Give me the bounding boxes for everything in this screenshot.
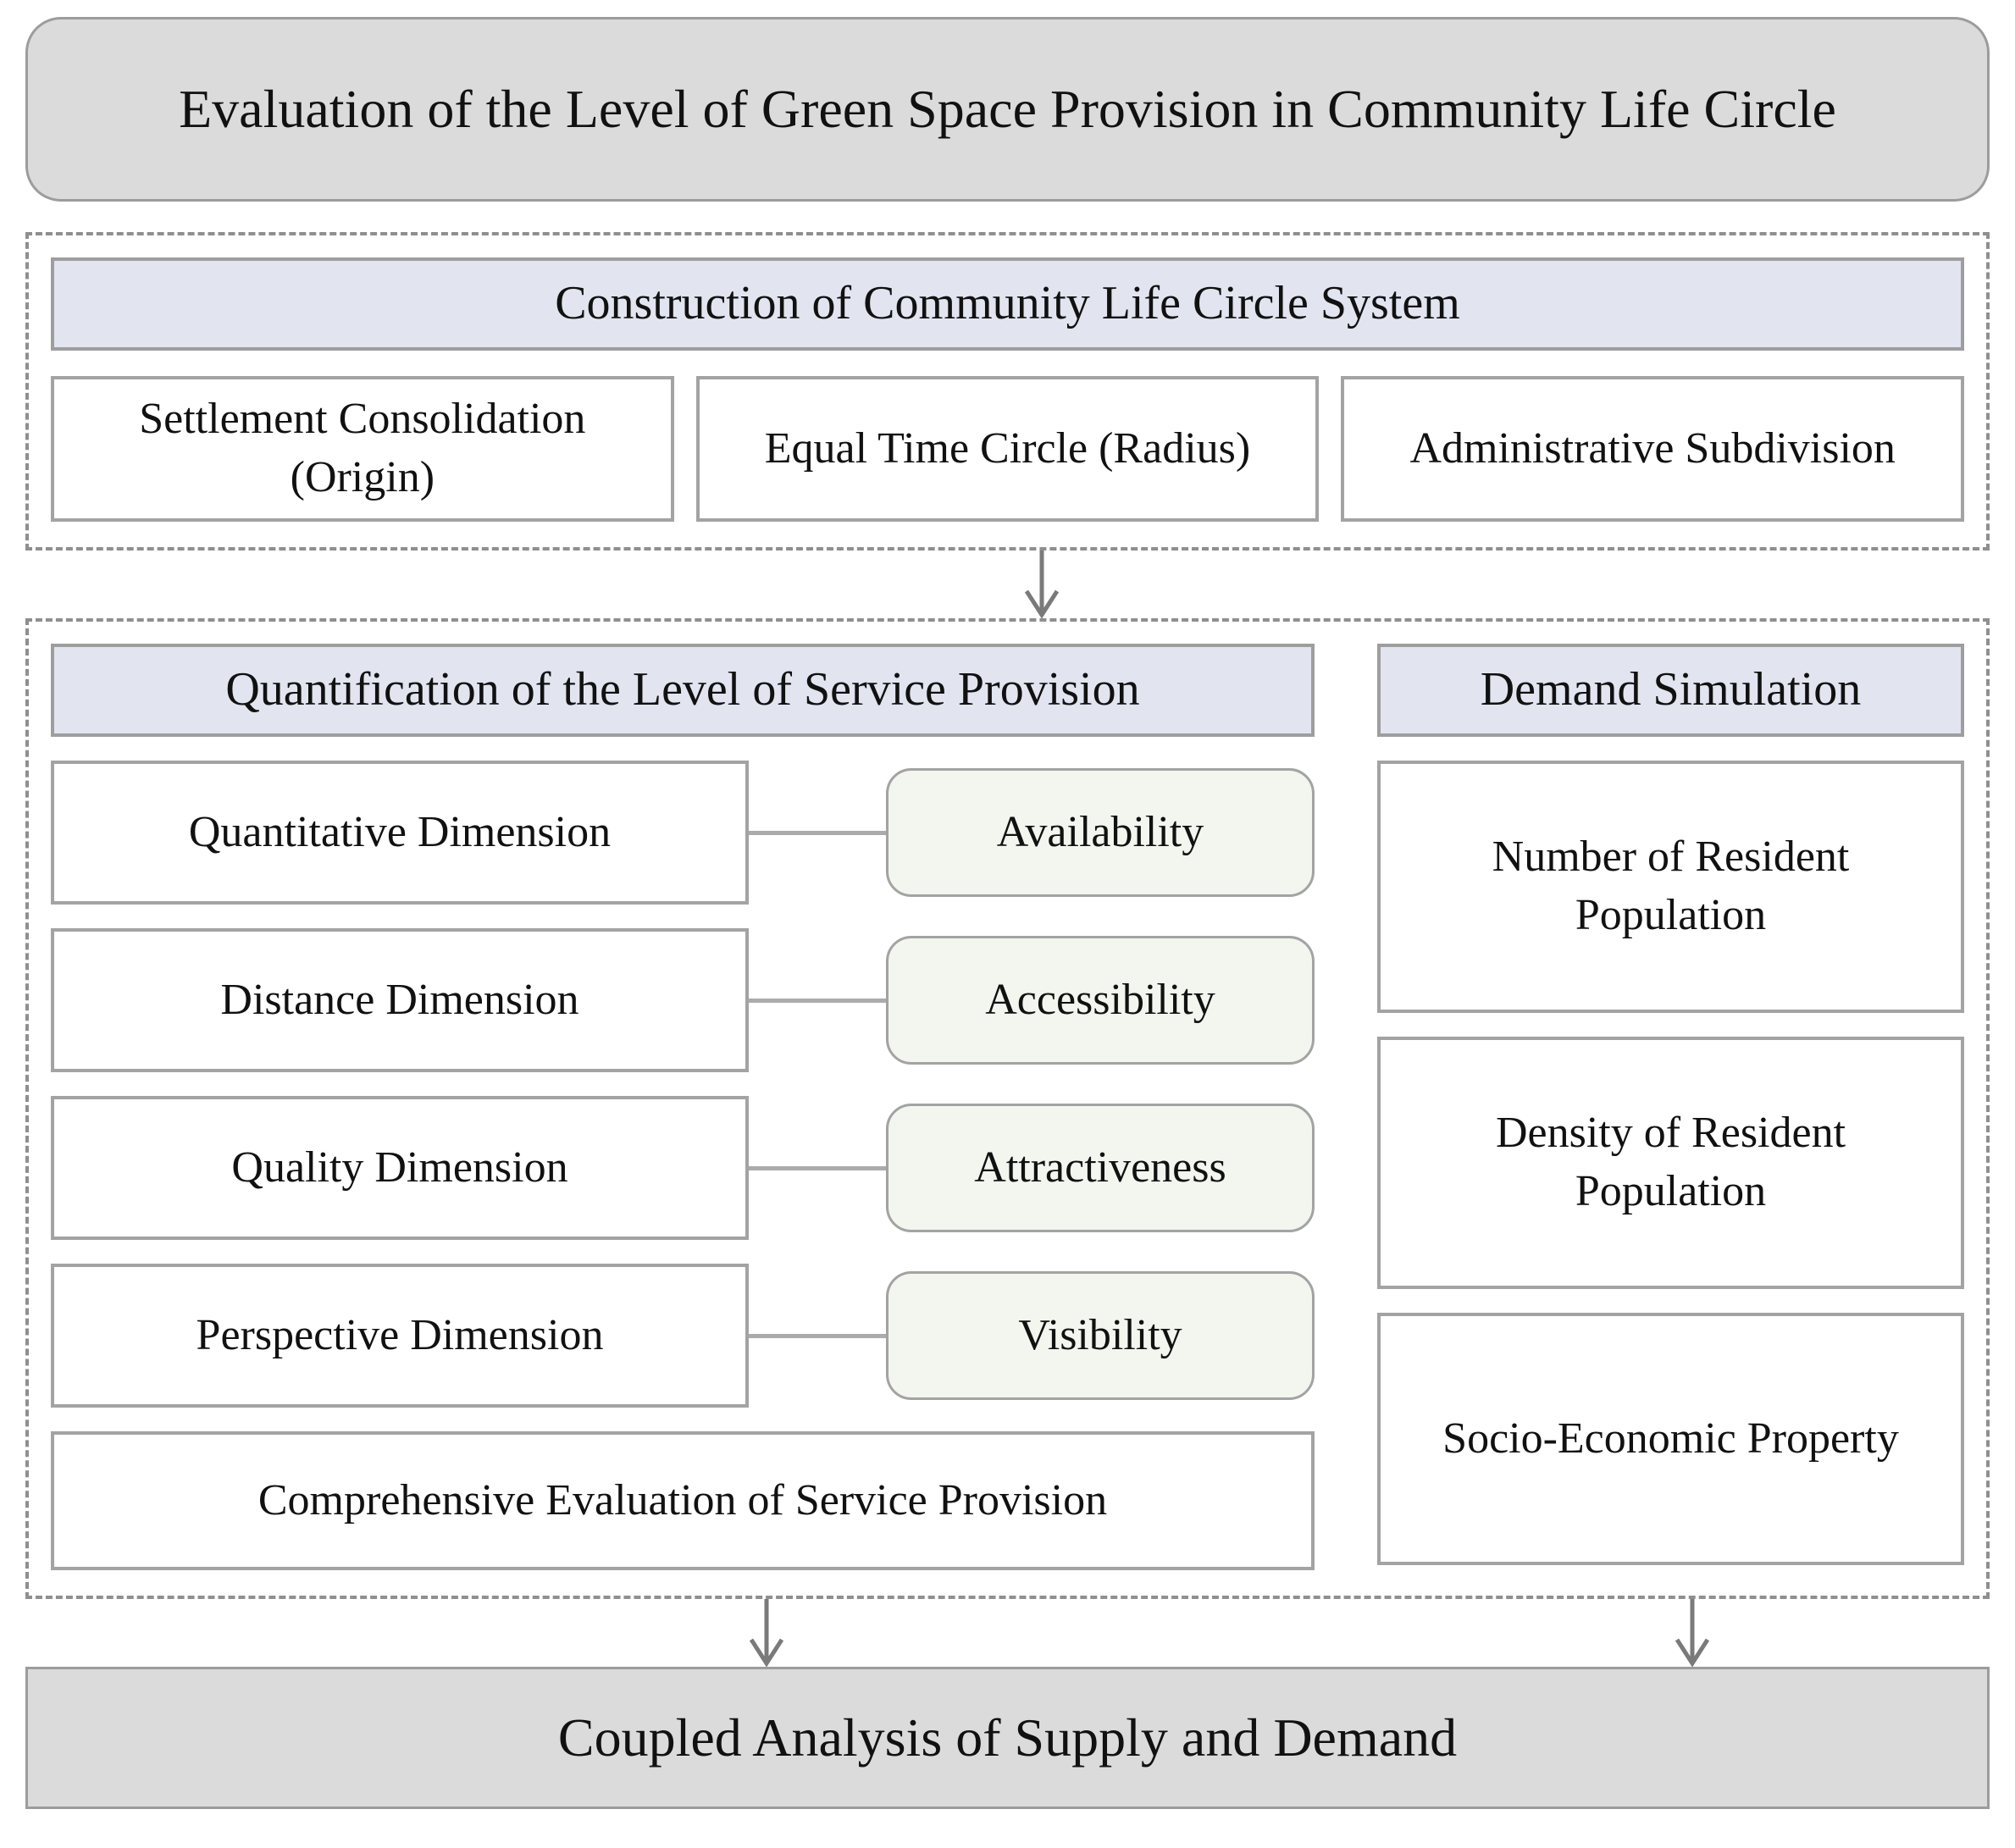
construction-box-row: Settlement Consolidation (Origin) Equal …: [51, 376, 1965, 522]
construction-header: Construction of Community Life Circle Sy…: [51, 257, 1964, 351]
visibility-box: Visibility: [886, 1271, 1315, 1400]
equal-time-circle-box: Equal Time Circle (Radius): [695, 376, 1320, 522]
pair-row-perspective: Perspective Dimension Visibility: [51, 1264, 1315, 1408]
demand-header: Demand Simulation: [1377, 644, 1964, 737]
pair-row-quantitative: Quantitative Dimension Availability: [51, 761, 1315, 905]
pair-row-quality: Quality Dimension Attractiveness: [51, 1096, 1315, 1240]
perspective-dimension-box: Perspective Dimension: [51, 1264, 749, 1408]
settlement-consolidation-box: Settlement Consolidation (Origin): [51, 376, 674, 522]
coupled-analysis-bar: Coupled Analysis of Supply and Demand: [25, 1667, 1990, 1809]
accessibility-box: Accessibility: [886, 936, 1315, 1065]
connector-line: [749, 1333, 886, 1338]
supply-demand-section: Quantification of the Level of Service P…: [25, 618, 1990, 1599]
connector-line: [749, 830, 886, 835]
resident-number-box: Number of Resident Population: [1377, 761, 1964, 1013]
down-arrow-icon: [1672, 1599, 1713, 1667]
down-arrow-icon: [1021, 551, 1062, 618]
quantitative-dimension-box: Quantitative Dimension: [51, 761, 749, 905]
distance-dimension-box: Distance Dimension: [51, 928, 749, 1072]
comprehensive-evaluation-box: Comprehensive Evaluation of Service Prov…: [51, 1431, 1315, 1570]
attractiveness-box: Attractiveness: [886, 1104, 1315, 1232]
quality-dimension-box: Quality Dimension: [51, 1096, 749, 1240]
resident-density-box: Density of Resident Population: [1377, 1037, 1964, 1289]
availability-box: Availability: [886, 768, 1315, 897]
arrow-gap-1: [25, 551, 1990, 618]
demand-column: Demand Simulation Number of Resident Pop…: [1377, 644, 1964, 1570]
socio-economic-box: Socio-Economic Property: [1377, 1313, 1964, 1565]
pair-row-distance: Distance Dimension Accessibility: [51, 928, 1315, 1072]
connector-line: [749, 998, 886, 1003]
diagram-title: Evaluation of the Level of Green Space P…: [25, 17, 1990, 202]
quantification-column: Quantification of the Level of Service P…: [51, 644, 1315, 1570]
construction-section: Construction of Community Life Circle Sy…: [25, 232, 1990, 551]
down-arrow-icon: [746, 1599, 787, 1667]
administrative-subdivision-box: Administrative Subdivision: [1341, 376, 1965, 522]
connector-line: [749, 1165, 886, 1170]
quantification-header: Quantification of the Level of Service P…: [51, 644, 1315, 737]
